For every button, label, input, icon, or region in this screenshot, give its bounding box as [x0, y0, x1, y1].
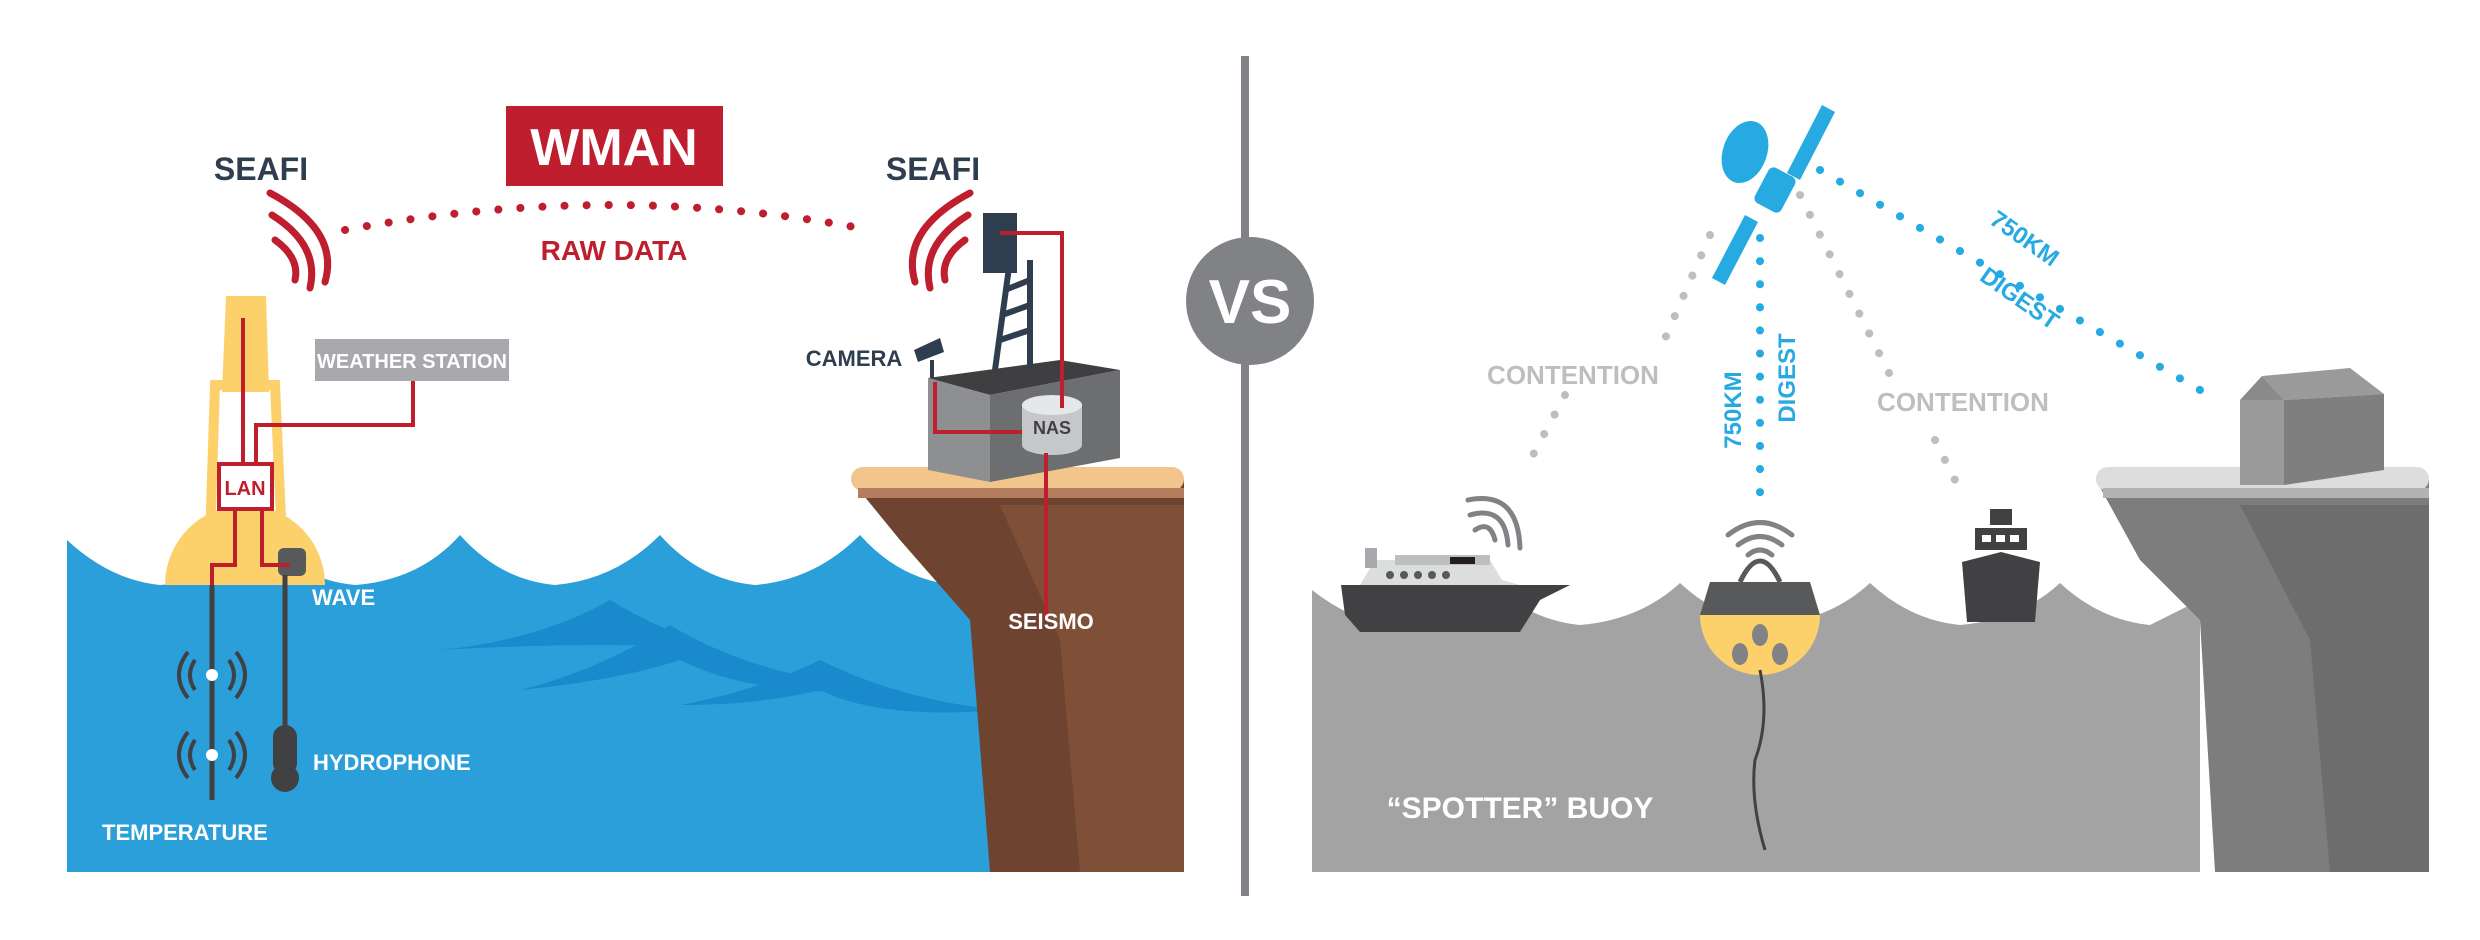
wifi-icon-right	[908, 189, 974, 292]
left-panel: LAN WMAN SEAFI SEAF	[67, 106, 1184, 872]
right-panel: CONTENTION CONTENTION 750KM DIGEST 750KM…	[1312, 105, 2429, 872]
cliff-right	[2096, 467, 2429, 872]
seafi-right-label: SEAFI	[886, 151, 980, 187]
raw-data-label: RAW DATA	[541, 235, 688, 266]
underwater-waves	[440, 600, 1000, 713]
wave-label: WAVE	[312, 585, 375, 610]
wman-title: WMAN	[530, 119, 698, 177]
tower-icon	[992, 259, 1033, 371]
wiring-right	[933, 231, 1064, 620]
spotter-buoy-icon	[1700, 558, 1820, 851]
house-icon	[2240, 368, 2384, 485]
wiring-left	[210, 318, 415, 585]
wifi-icon-ship	[1465, 496, 1523, 551]
sea-blue	[67, 535, 1184, 872]
wman-badge	[506, 106, 723, 186]
vs-badge	[1186, 237, 1314, 365]
cruise-ship-icon	[1341, 548, 1570, 632]
vertical-distance-label: 750KM	[1720, 371, 1747, 448]
contention-links	[1521, 191, 1959, 484]
digest-links	[1756, 166, 2204, 499]
nas-label: NAS	[1033, 418, 1071, 438]
weather-station-label: WEATHER STATION	[317, 351, 507, 373]
seafi-left-label: SEAFI	[214, 151, 308, 187]
hydrophone-label: HYDROPHONE	[313, 750, 471, 775]
contention-right-label: CONTENTION	[1877, 387, 2049, 417]
temperature-sensor-icon	[177, 650, 247, 780]
lan-box	[217, 462, 274, 511]
contention-left-label: CONTENTION	[1487, 360, 1659, 390]
spotter-buoy-label: “SPOTTER” BUOY	[1387, 792, 1654, 825]
sea-gray	[1312, 583, 2200, 872]
camera-icon	[914, 338, 944, 378]
raw-data-link	[341, 201, 874, 234]
vertical-digest-label: DIGEST	[1774, 333, 1801, 423]
diagonal-digest-label: DIGEST	[1975, 262, 2064, 336]
camera-label: CAMERA	[806, 346, 903, 371]
seismo-label: SEISMO	[1008, 609, 1094, 634]
lan-label: LAN	[224, 478, 265, 500]
diagonal-distance-label: 750KM	[1985, 206, 2064, 272]
wifi-icon-left	[266, 189, 332, 292]
hydrophone-icon	[271, 725, 299, 792]
temperature-label: TEMPERATURE	[102, 820, 268, 845]
sensor-cables	[209, 575, 288, 800]
satellite-icon	[1712, 105, 1835, 285]
weather-station-box	[315, 339, 509, 381]
wifi-icon-buoy	[1725, 520, 1795, 558]
vs-label: VS	[1209, 268, 1292, 337]
nas-icon	[1022, 395, 1082, 455]
cargo-ship-icon	[1962, 509, 2040, 622]
seafi-antenna-box	[983, 213, 1017, 273]
